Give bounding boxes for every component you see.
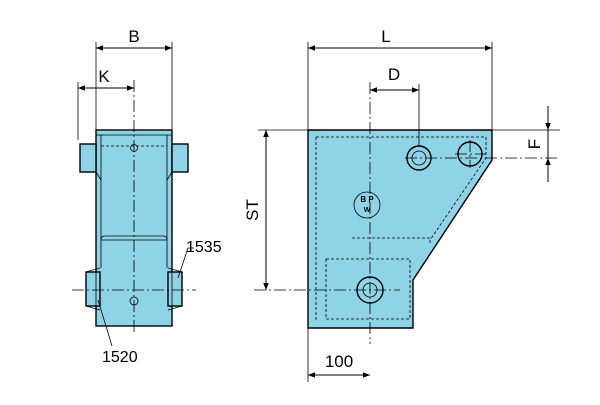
side-view <box>72 80 196 332</box>
dim-label-D: D <box>388 65 400 84</box>
dim-label-B: B <box>128 27 139 46</box>
front-view: B P W <box>254 82 560 344</box>
part-number-1520: 1520 <box>102 349 138 366</box>
svg-text:B P: B P <box>360 195 374 204</box>
dim-label-L: L <box>381 27 390 46</box>
dim-label-ST: ST <box>243 199 262 221</box>
dimension-K: K <box>77 67 134 140</box>
bpw-logo-icon: B P W <box>353 191 381 219</box>
dim-label-100: 100 <box>325 352 353 371</box>
part-number-1535: 1535 <box>186 239 222 256</box>
bracket-ear-left <box>79 143 97 173</box>
dimension-D: D <box>370 65 420 146</box>
leader-1535: 1535 <box>177 239 222 279</box>
dim-label-F: F <box>525 139 544 149</box>
dim-label-K: K <box>98 67 110 86</box>
bushing-left <box>85 271 101 307</box>
dimension-100: 100 <box>307 328 370 382</box>
bushing-right <box>167 271 183 307</box>
dimension-ST: ST <box>243 129 308 290</box>
leader-1520: 1520 <box>97 299 138 366</box>
bracket-ear-right <box>171 143 189 173</box>
dimension-L: L <box>307 27 493 130</box>
dimension-F: F <box>492 106 560 182</box>
svg-text:W: W <box>364 207 371 214</box>
